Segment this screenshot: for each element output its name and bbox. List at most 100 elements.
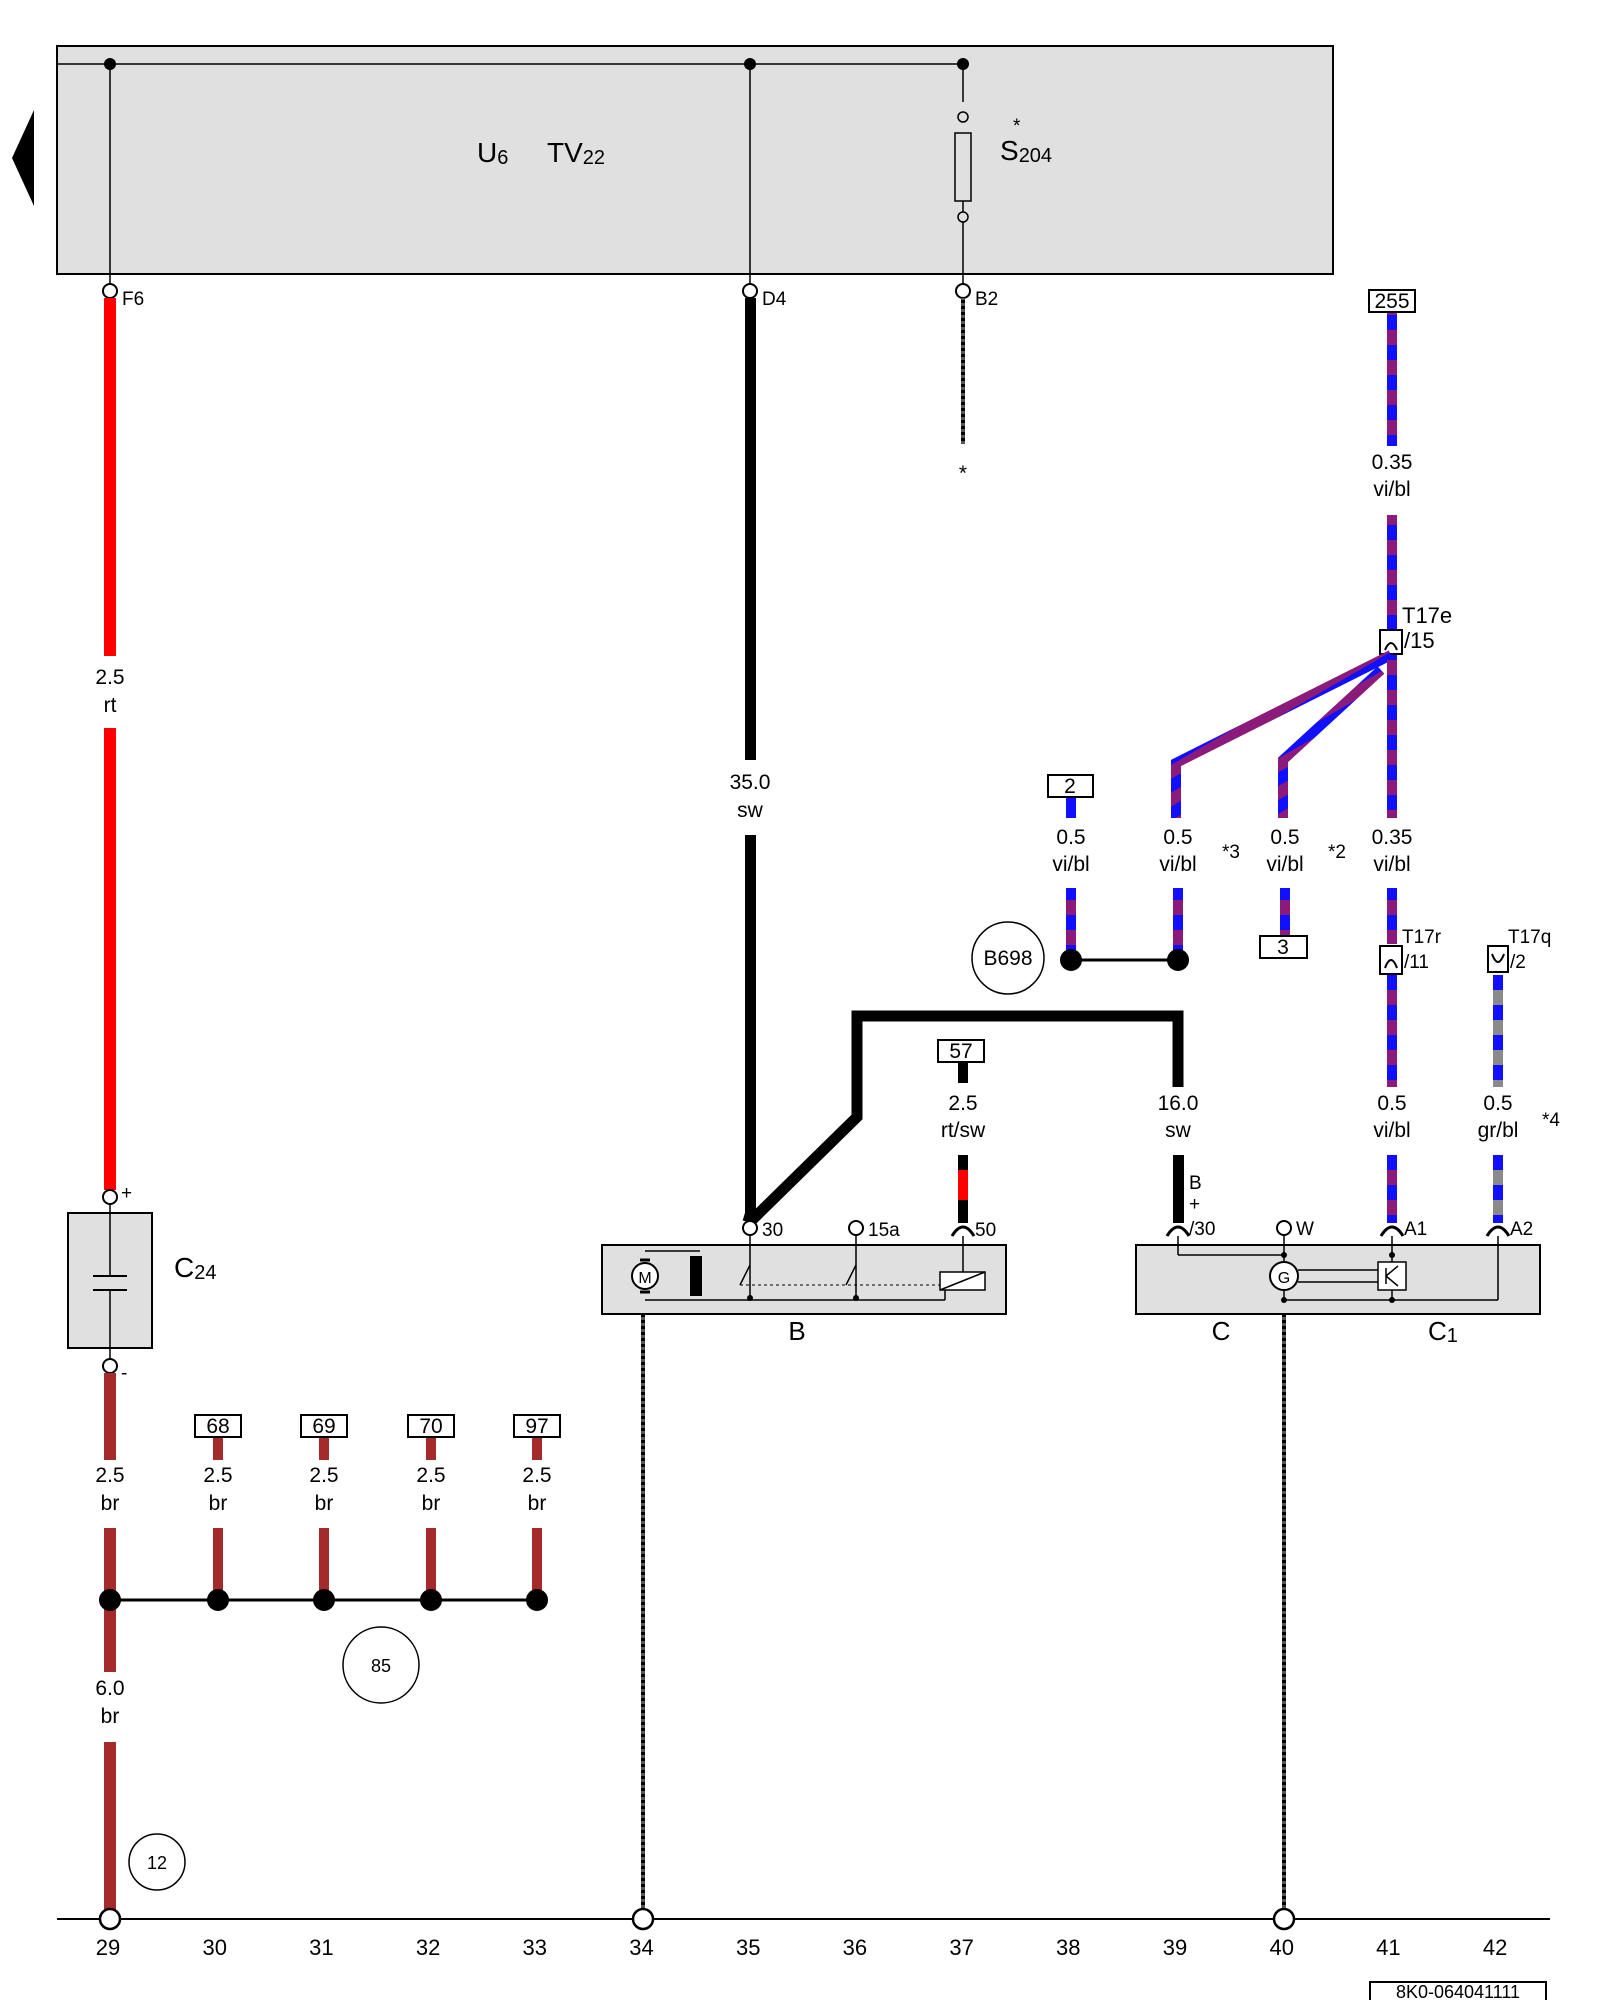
wire-size-label: 16.0 xyxy=(1158,1092,1199,1115)
track-number: 29 xyxy=(96,1935,120,1960)
ref-box-57[interactable] xyxy=(937,1039,985,1063)
starter-b-box[interactable]: M xyxy=(601,1220,1007,1315)
wire-vibl-2-top[interactable] xyxy=(1066,798,1076,818)
wire-size-label: 2.5 xyxy=(95,666,124,689)
solenoid-coil-icon xyxy=(690,1256,702,1296)
connector-t17r-label: T17r xyxy=(1402,927,1442,948)
track-number: 33 xyxy=(523,1935,547,1960)
ref-boxes-brown[interactable] xyxy=(194,1414,561,1438)
wire-vibl-branches[interactable] xyxy=(1171,650,1397,818)
wire-color-label: br xyxy=(209,1492,228,1515)
ref-box-label: 3 xyxy=(1277,936,1289,959)
wire-color-label: br xyxy=(422,1492,441,1515)
pin-f6-label: F6 xyxy=(122,289,144,310)
wire-color-label: sw xyxy=(1165,1119,1192,1142)
fuse-s204-icon xyxy=(953,102,973,223)
previous-page-arrow-icon[interactable] xyxy=(12,110,34,206)
note-2: *2 xyxy=(1328,842,1346,863)
wire-black-d4[interactable] xyxy=(742,298,756,1224)
svg-text:G: G xyxy=(1278,1270,1290,1287)
alternator-pin-b: B xyxy=(1189,1173,1202,1194)
wire-size-label: 2.5 xyxy=(203,1464,232,1487)
wire-size-label: 0.5 xyxy=(1163,826,1192,849)
capacitor-plus: + xyxy=(121,1183,132,1204)
ground-terminal xyxy=(98,1907,122,1931)
connector-t17e-icon[interactable] xyxy=(1379,629,1403,655)
connector-t17r-pin: /11 xyxy=(1404,952,1429,973)
module-pins: F6 D4 B2 xyxy=(102,274,998,310)
wire-vibl-a1[interactable] xyxy=(1387,975,1397,1223)
track-number: 42 xyxy=(1483,1935,1507,1960)
ground-point-12 xyxy=(128,1833,186,1891)
splice-b698: B698 xyxy=(971,921,1189,995)
wire-rtsw-top[interactable] xyxy=(958,1063,968,1083)
starter-pin-15a: 15a xyxy=(868,1220,900,1241)
track-number: 40 xyxy=(1269,1935,1293,1960)
connector-t17r-icon[interactable] xyxy=(1379,945,1403,975)
wire-rtsw-50[interactable] xyxy=(958,1155,968,1223)
document-id: 8K0-064041111 xyxy=(1396,1982,1520,2000)
pin-d4-label: D4 xyxy=(762,289,787,310)
ground-wire-alternator[interactable] xyxy=(1282,1314,1286,1910)
ref-box-2[interactable] xyxy=(1047,774,1094,798)
generator-icon xyxy=(1269,1261,1299,1291)
wire-color-label: vi/bl xyxy=(1159,853,1196,876)
starter-pin-30: 30 xyxy=(762,1220,783,1241)
track-number: 41 xyxy=(1376,1935,1400,1960)
connector-t17q-pin: /2 xyxy=(1510,952,1526,973)
ref-box-3[interactable] xyxy=(1259,935,1308,959)
ref-box-255[interactable] xyxy=(1368,289,1416,313)
wire-color-label: vi/bl xyxy=(1373,853,1410,876)
module-tv-label: TV22 xyxy=(547,137,605,169)
ground-point-label: 12 xyxy=(147,1853,167,1873)
wire-size-label: 2.5 xyxy=(309,1464,338,1487)
wire-size-label: 0.5 xyxy=(1270,826,1299,849)
track-number: 35 xyxy=(736,1935,760,1960)
connector-t17e-label: T17e xyxy=(1402,603,1452,628)
wire-color-label: rt/sw xyxy=(941,1119,986,1142)
ground-wire-starter[interactable] xyxy=(641,1314,645,1910)
wire-color-label: vi/bl xyxy=(1373,478,1410,501)
note-3: *3 xyxy=(1222,842,1240,863)
track-number: 30 xyxy=(202,1935,226,1960)
ground-terminal xyxy=(631,1907,655,1931)
splice-b698-label: B698 xyxy=(983,947,1032,970)
wire-size-label: 0.35 xyxy=(1372,826,1413,849)
track-number: 34 xyxy=(629,1935,653,1960)
connector-t17q-label: T17q xyxy=(1508,927,1551,948)
track-number: 31 xyxy=(309,1935,333,1960)
track-number: 37 xyxy=(949,1935,973,1960)
alternator-pin-30: /30 xyxy=(1189,1219,1215,1240)
ref-box-label: 70 xyxy=(419,1415,442,1438)
wire-b2-note: * xyxy=(959,462,967,485)
regulator-label: C1 xyxy=(1428,1316,1458,1347)
control-module-box: U6 TV22 S204 * xyxy=(56,45,1334,275)
wire-brown-ground[interactable] xyxy=(104,1373,542,1910)
ref-box-label: 68 xyxy=(206,1415,229,1438)
wire-red-f6[interactable] xyxy=(104,298,116,1190)
pin-b2-label: B2 xyxy=(975,289,998,310)
wire-black-16[interactable] xyxy=(746,1010,1184,1226)
wire-size-label: 6.0 xyxy=(95,1677,124,1700)
ref-box-label: 97 xyxy=(525,1415,548,1438)
wire-size-label: 2.5 xyxy=(95,1464,124,1487)
alternator-box[interactable]: G xyxy=(1135,1220,1541,1315)
ref-box-label: 57 xyxy=(949,1040,972,1063)
capacitor-minus: - xyxy=(121,1363,127,1384)
wire-vibl-255[interactable] xyxy=(1387,313,1397,633)
wire-b2-stub[interactable] xyxy=(961,298,965,444)
alternator-pin-a1: A1 xyxy=(1404,1219,1427,1240)
connector-t17q-icon[interactable] xyxy=(1487,945,1509,973)
wire-vibl-lower[interactable] xyxy=(1066,888,1397,960)
wire-color-label: gr/bl xyxy=(1478,1119,1519,1142)
track-number: 39 xyxy=(1163,1935,1187,1960)
svg-text:M: M xyxy=(638,1270,651,1287)
wire-color-label: sw xyxy=(737,799,764,822)
capacitor-c24[interactable] xyxy=(67,1189,153,1374)
wire-grbl-a2[interactable] xyxy=(1493,975,1503,1223)
track-number: 38 xyxy=(1056,1935,1080,1960)
track-number: 32 xyxy=(416,1935,440,1960)
wire-size-label: 2.5 xyxy=(416,1464,445,1487)
